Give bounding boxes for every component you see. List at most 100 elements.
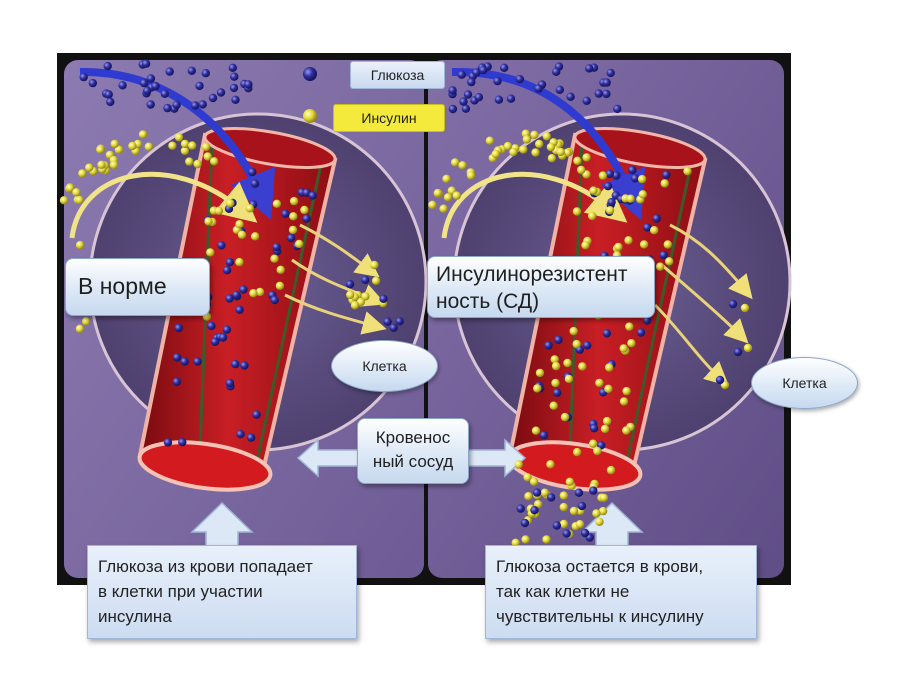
insulin-molecule [346, 290, 355, 299]
insulin-molecule [521, 535, 530, 544]
glucose-molecule [151, 81, 160, 91]
insulin-molecule [450, 158, 460, 167]
insulin-molecule [204, 217, 213, 226]
glucose-molecule [361, 275, 370, 285]
glucose-molecule [165, 67, 174, 76]
glucose-molecule [613, 104, 622, 114]
glucose-molecule [104, 90, 113, 99]
caption-resistance-text: Глюкоза остается в крови, так как клетки… [496, 557, 704, 626]
glucose-molecule [728, 299, 738, 309]
insulin-molecule [275, 281, 285, 290]
glucose-molecule [270, 295, 279, 305]
glucose-molecule [163, 103, 172, 113]
insulin-molecule [535, 368, 545, 378]
glucose-molecule [574, 488, 584, 497]
insulin-molecule [624, 236, 633, 245]
blood-vessel-normal [137, 127, 338, 492]
insulin-molecule [740, 303, 750, 313]
glucose-molecule [516, 504, 525, 513]
insulin-molecule [295, 239, 304, 249]
insulin-molecule [78, 169, 87, 178]
glucose-molecule [733, 347, 743, 357]
insulin-molecule [665, 257, 674, 266]
glucose-molecule [631, 174, 640, 183]
insulin-molecule [503, 141, 513, 151]
insulin-molecule [428, 200, 437, 209]
glucose-molecule [216, 88, 226, 97]
insulin-molecule [564, 374, 574, 384]
glucose-molecule [552, 67, 561, 77]
glucose-molecule [231, 95, 240, 105]
glucose-flow-arrow-normal [79, 67, 276, 221]
glucose-molecule [585, 64, 594, 73]
insulin-molecule [144, 142, 153, 151]
insulin-molecule [452, 191, 461, 200]
glucose-molecule [252, 410, 261, 419]
glucose-molecule [566, 92, 575, 102]
insulin-molecule [235, 257, 244, 267]
insulin-molecule [491, 149, 500, 159]
insulin-molecule [300, 205, 309, 215]
insulin-molecule [551, 378, 560, 388]
glucose-molecule [534, 84, 543, 93]
insulin-molecule [572, 339, 581, 349]
legend-insulin: Инсулин [333, 104, 445, 132]
insulin-molecule [637, 174, 647, 184]
glucose-molecule [232, 290, 241, 300]
glucose-molecule [500, 63, 509, 72]
insulin-molecule [174, 133, 184, 142]
insulin-molecule [547, 154, 557, 163]
insulin-molecule [595, 517, 604, 526]
legend-glucose: Глюкоза [350, 61, 445, 89]
glucose-molecule [239, 285, 248, 294]
insulin-molecule [433, 188, 442, 198]
insulin-molecule [582, 153, 591, 162]
insulin-molecule [289, 196, 299, 206]
insulin-molecule [522, 135, 531, 144]
glucose-molecule [607, 197, 616, 207]
cell-label-resistance: Клетка [751, 357, 858, 409]
glucose-molecule [178, 438, 187, 447]
glucose-molecule [286, 233, 296, 243]
insulin-molecule [556, 147, 565, 157]
glucose-molecule [577, 501, 587, 511]
glucose-molecule [395, 317, 404, 326]
glucose-molecule [555, 85, 564, 95]
insulin-molecule [540, 488, 550, 497]
insulin-molecule [201, 142, 211, 152]
insulin-molecule [110, 139, 119, 149]
insulin-molecule [523, 473, 532, 482]
glucose-molecule [195, 81, 204, 91]
insulin-molecule [605, 206, 615, 215]
insulin-molecule [255, 287, 265, 297]
glucose-molecule [461, 104, 471, 113]
glucose-molecule [230, 72, 239, 81]
glucose-molecule [602, 89, 611, 99]
glucose-molecule [659, 250, 668, 260]
glucose-legend-icon [303, 67, 317, 81]
insulin-flow-arrow-normal [69, 172, 258, 239]
caption-normal-text: Глюкоза из крови попадает в клетки при у… [98, 557, 313, 626]
glucose-molecule [88, 78, 98, 88]
insulin-molecule [559, 502, 568, 512]
glucose-molecule [208, 93, 218, 103]
insulin-molecule [128, 141, 137, 151]
insulin-molecule [289, 212, 298, 221]
insulin-molecule [622, 426, 631, 435]
glucose-molecule [218, 333, 228, 342]
glucose-molecule [141, 59, 151, 68]
insulin-molecule [559, 519, 569, 529]
glucose-molecule [562, 529, 571, 538]
legend-insulin-label: Инсулин [361, 110, 417, 126]
insulin-molecule [655, 262, 665, 271]
glucose-molecule [180, 357, 189, 366]
glucose-molecule [146, 100, 155, 109]
insulin-molecule [581, 241, 590, 250]
insulin-molecule [210, 157, 219, 166]
insulin-molecule [598, 506, 608, 516]
insulin-molecule [589, 186, 598, 195]
insulin-molecule [533, 384, 542, 393]
glucose-molecule [281, 209, 290, 218]
insulin-molecule [551, 361, 561, 371]
glucose-molecule [225, 294, 234, 303]
